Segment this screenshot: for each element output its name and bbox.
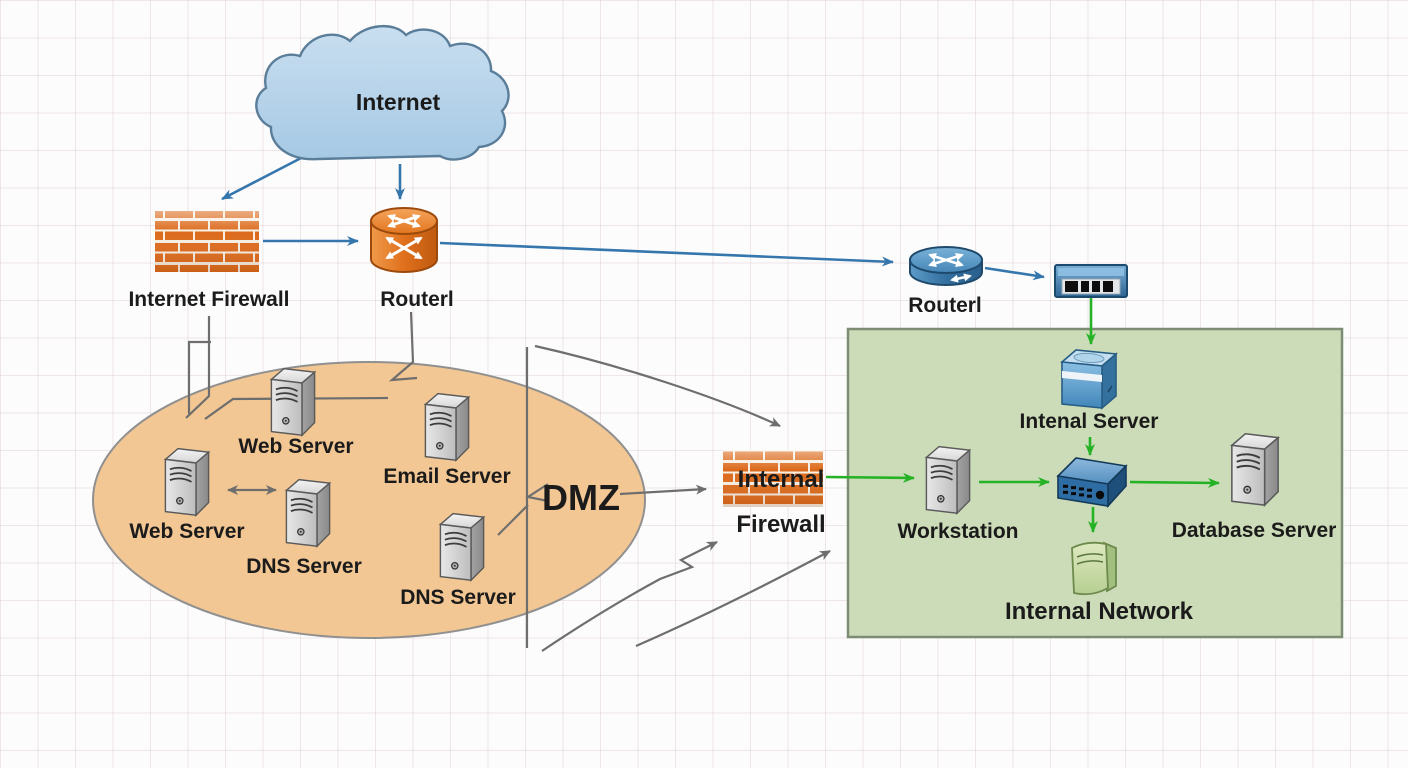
database-server-icon — [1230, 432, 1280, 507]
internet-firewall-label: Internet Firewall — [128, 288, 289, 311]
router-right-label: Routerl — [908, 294, 982, 317]
router-left: Routerl — [370, 207, 454, 311]
dmz-to-firewall-arrow — [619, 484, 707, 496]
switch-ports-icon — [1065, 281, 1113, 292]
gray-connectors — [185, 311, 831, 652]
top-curved-arrow — [534, 344, 781, 427]
green-server: Internal Network — [1005, 541, 1194, 625]
internal-firewall-label-line1: Internal — [738, 466, 825, 493]
router-to-router-arrow — [439, 241, 894, 267]
cloud-icon — [255, 24, 510, 161]
internet-firewall: Internet Firewall — [128, 211, 290, 311]
network-switch-front — [1057, 475, 1109, 507]
email-server-label: Email Server — [383, 465, 510, 488]
internal-firewall-label-line2: Firewall — [736, 511, 825, 538]
network-switch-ports — [1063, 484, 1105, 500]
green-server-slot2 — [1076, 560, 1104, 565]
bottom-curved-arrow — [635, 550, 831, 648]
router-crossed-arrows-icon — [928, 252, 972, 283]
dmz-label: DMZ — [542, 477, 620, 518]
dns-server-left-icon — [285, 478, 331, 548]
network-switch — [1056, 457, 1128, 509]
database-server-label: Database Server — [1172, 519, 1337, 542]
internal-server-front — [1061, 361, 1103, 409]
switch-top — [1054, 264, 1128, 298]
workstation-icon — [925, 445, 971, 515]
internal-server-vent — [1107, 385, 1113, 393]
web-server-left-label: Web Server — [129, 520, 244, 543]
dmz-zone — [92, 361, 646, 639]
internal-server-band — [1062, 371, 1102, 382]
dns-dmz-callout-line — [497, 504, 529, 536]
dns-server-right-label: DNS Server — [400, 586, 516, 609]
dmz-callout-pointer — [525, 483, 549, 503]
workstation-label: Workstation — [898, 520, 1019, 543]
web-server-top-label: Web Server — [238, 435, 353, 458]
green-links — [825, 298, 1220, 533]
internal-server-lid — [1073, 352, 1105, 364]
internal-firewall: Internal Firewall — [723, 450, 826, 538]
dmz-horizontal-line — [204, 396, 389, 420]
router-dmz-line — [388, 311, 418, 382]
blue-links — [221, 155, 1045, 281]
router-to-switch-arrow — [984, 266, 1045, 281]
firewall-dmz-line2 — [187, 340, 211, 414]
router-left-label: Routerl — [380, 288, 454, 311]
green-server-icon — [1071, 541, 1109, 596]
internal-server: Intenal Server — [1020, 349, 1159, 433]
web-server-left-icon — [164, 447, 210, 517]
internet-cloud: Internet — [255, 24, 510, 161]
green-server-slot1 — [1076, 553, 1104, 558]
router-right: Routerl — [908, 246, 983, 317]
web-server-top-icon — [270, 367, 316, 437]
email-server-icon — [424, 392, 470, 462]
internal-server-label: Intenal Server — [1020, 410, 1159, 433]
firewall-brick-shade — [723, 450, 823, 507]
dns-server-right-icon — [439, 512, 485, 582]
zigzag-arrow — [541, 541, 718, 652]
dns-server-left-label: DNS Server — [246, 555, 362, 578]
switch-to-database-arrow — [1129, 477, 1220, 488]
internal-network-label: Internal Network — [1005, 598, 1194, 625]
internet-to-firewall-arrow — [221, 155, 304, 201]
router-crossed-arrows-icon — [385, 214, 423, 260]
switch-top-band — [1058, 268, 1124, 276]
internet-label: Internet — [356, 89, 441, 115]
firewall-brick-shade — [155, 211, 259, 272]
firewall-to-workstation-arrow — [825, 472, 915, 483]
